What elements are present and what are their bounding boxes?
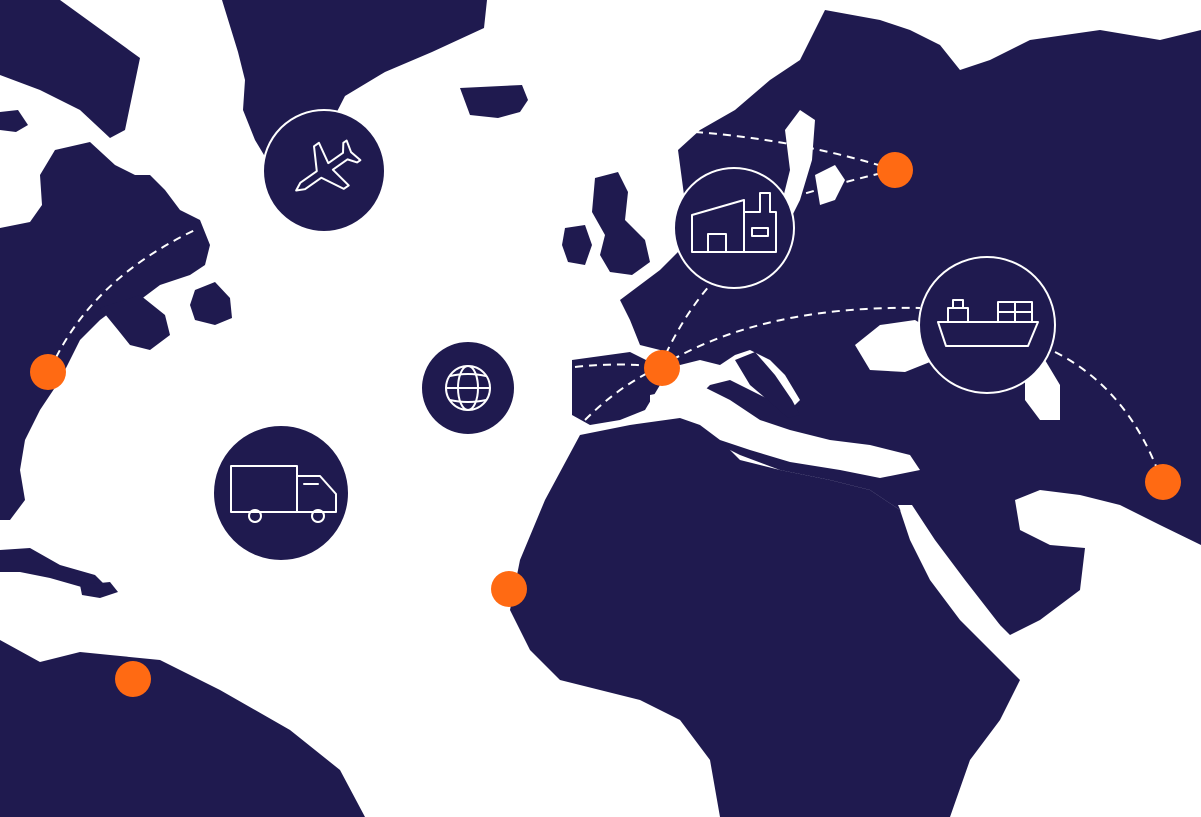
hub-western-europe[interactable] [644,350,680,386]
south-america [0,640,365,817]
cargo-ship-badge[interactable] [918,256,1056,394]
arctic-fragment [0,110,28,132]
red-sea [898,505,1000,635]
newfoundland [190,282,232,325]
arctic-island [0,0,140,138]
hub-west-africa[interactable] [491,571,527,607]
shipping-routes [49,131,1163,483]
hub-east-asia[interactable] [1145,464,1181,500]
ireland [562,225,592,265]
africa [510,418,1020,817]
svalbard-island [460,85,528,118]
airplane-icon [295,139,362,192]
route-europe-russia [694,131,896,171]
baltic-sea [780,110,815,220]
factory-badge[interactable] [673,167,795,289]
cargo-ship-icon [937,299,1039,347]
gulf-of-bothnia [815,165,845,205]
nova-scotia [100,295,170,350]
great-britain [592,172,650,275]
factory-icon [691,192,777,253]
route-russia-factory [799,169,896,196]
route-atlantic-hub [584,366,661,421]
route-north-america [49,229,196,371]
truck-badge[interactable] [212,424,350,562]
globe-badge[interactable] [420,340,516,436]
iberia [572,352,660,425]
route-ship-east-asia [1054,351,1163,483]
cuba [0,548,110,590]
italy [735,352,800,418]
route-hub-factory [659,284,711,368]
hub-russia[interactable] [877,152,913,188]
globe-icon [445,365,491,411]
hispaniola [80,582,118,598]
airplane-badge[interactable] [262,109,386,233]
north-america [0,142,210,520]
hub-north-america[interactable] [30,354,66,390]
truck-icon [230,465,337,523]
hub-south-america[interactable] [115,661,151,697]
route-hub-ship [659,306,921,368]
hub-markers [30,152,1181,697]
mediterranean-sea [650,385,920,478]
